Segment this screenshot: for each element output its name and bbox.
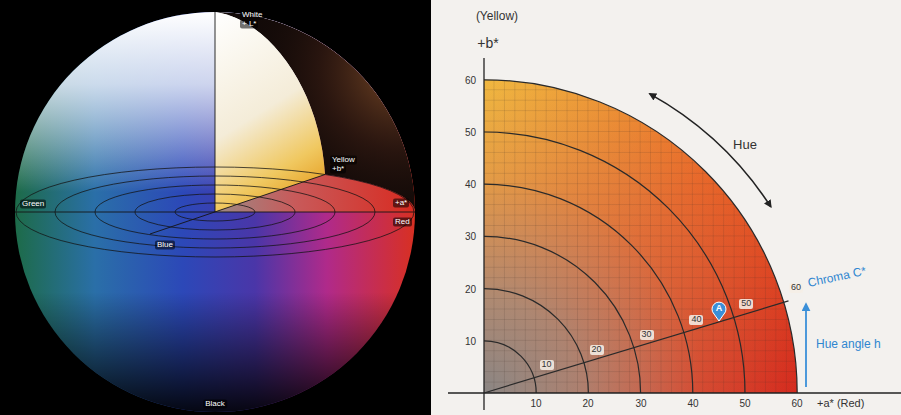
point-marker: A [711, 301, 727, 321]
hue-angle-label: Hue angle h [814, 338, 883, 351]
hue-line [484, 301, 789, 393]
chroma-label: Chroma C* [805, 264, 870, 290]
chroma-value: 60 [789, 283, 803, 293]
chroma-value: 30 [639, 330, 653, 340]
axes [448, 58, 901, 410]
gray-center [484, 79, 798, 393]
hue-fill [484, 79, 798, 393]
axis-label: +a* (Red) [815, 397, 866, 409]
tick-number: 40 [463, 179, 478, 190]
tick-number: 30 [463, 231, 478, 242]
sphere-shell [15, 12, 415, 412]
axis-name: Blue [155, 241, 175, 250]
axis-label: +b* [475, 36, 500, 51]
dark-ground [0, 0, 431, 415]
axis-name: Red [393, 218, 412, 227]
color-sphere [15, 12, 415, 412]
axis-label: +a* [393, 199, 409, 208]
point-letter: A [711, 301, 727, 316]
tick-number: 30 [633, 398, 648, 409]
chroma-value: 10 [540, 360, 554, 370]
tick-number: 10 [528, 398, 543, 409]
ab-quadrant [484, 79, 798, 393]
tick-number: 60 [789, 398, 804, 409]
axis-name: (Yellow) [474, 10, 520, 23]
axis-name: White [240, 11, 264, 20]
tick-number: 40 [685, 398, 700, 409]
grid [484, 79, 798, 393]
hue-arrow [650, 94, 771, 207]
axis-name: Black [203, 400, 227, 409]
chroma-circles [484, 80, 797, 393]
light-ground [431, 0, 901, 415]
axis-name: Yellow [330, 156, 357, 165]
chroma-value: 50 [739, 299, 753, 309]
tick-number: 10 [463, 336, 478, 347]
tick-number: 20 [580, 398, 595, 409]
chroma-value: 20 [589, 345, 603, 355]
tick-number: 60 [463, 75, 478, 86]
cutaway-interior [215, 12, 415, 212]
axis-label: + L* [240, 20, 258, 29]
axis-name: Green [20, 200, 46, 209]
tick-number: 50 [463, 127, 478, 138]
tick-number: 20 [463, 284, 478, 295]
lightness-plane [215, 12, 325, 212]
chroma-value: 40 [689, 315, 703, 325]
tick-number: 50 [737, 398, 752, 409]
sphere-shading [15, 12, 415, 412]
sphere-axes [15, 12, 415, 234]
hue-angle-arrow [805, 304, 807, 387]
hue-label: Hue [731, 138, 759, 152]
axis-label: +b* [330, 165, 346, 174]
cutaway-glow [215, 12, 415, 212]
